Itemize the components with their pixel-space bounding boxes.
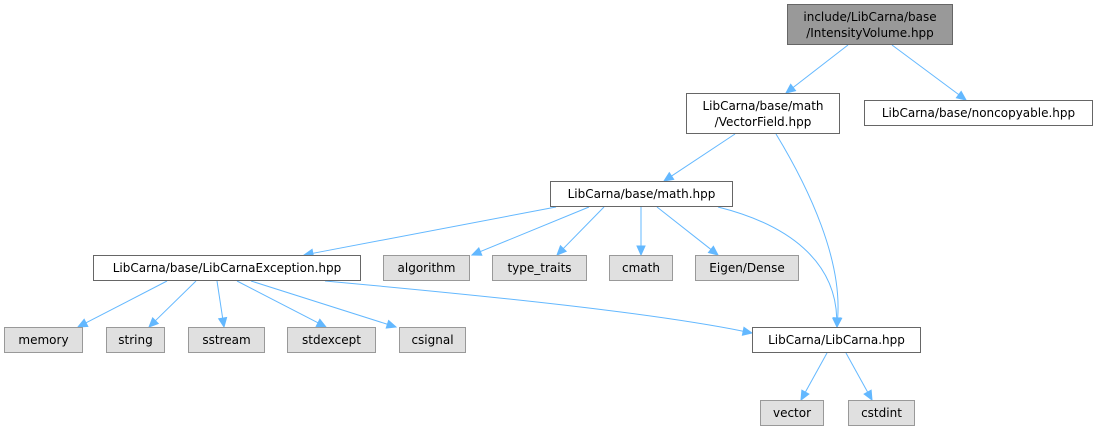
- node-label-line: algorithm: [397, 261, 456, 275]
- edge-libcarna-to-cstdint: [845, 352, 869, 393]
- arrowhead-math-to-type_traits: [556, 244, 568, 256]
- node-label-line: /IntensityVolume.hpp: [806, 25, 934, 40]
- node-sstream: sstream: [188, 327, 265, 353]
- edge-intensityvolume-to-noncopyable: [891, 44, 960, 96]
- node-label-line: include/LibCarna/base: [803, 9, 937, 24]
- arrowhead-math-to-cmath: [636, 245, 646, 257]
- edge-exception-to-libcarna: [324, 280, 744, 332]
- node-cstdint: cstdint: [848, 400, 915, 426]
- node-csignal: csignal: [399, 327, 466, 353]
- arrowhead-exception-to-stdexcept: [315, 318, 328, 328]
- edge-math-to-algorithm: [480, 206, 590, 253]
- arrowhead-exception-to-libcarna: [741, 326, 754, 336]
- node-label-line: LibCarna/base/math: [702, 98, 824, 113]
- arrowhead-libcarna-to-vector: [800, 389, 810, 402]
- node-eigen-dense: Eigen/Dense: [695, 255, 799, 281]
- node-cmath: cmath: [609, 255, 673, 281]
- node-label-line: sstream: [202, 333, 251, 347]
- node-vectorfield-hpp[interactable]: LibCarna/base/math /VectorField.hpp: [686, 93, 840, 134]
- arrowhead-math-to-algorithm: [470, 246, 483, 256]
- node-label-line: vector: [772, 406, 812, 420]
- node-stdexcept: stdexcept: [287, 327, 376, 353]
- node-label-line: memory: [18, 333, 69, 347]
- edge-exception-to-csignal: [250, 280, 388, 325]
- arrowhead-libcarna-to-cstdint: [863, 389, 873, 402]
- node-libcarna-hpp[interactable]: LibCarna/LibCarna.hpp: [752, 327, 921, 353]
- node-type-traits: type_traits: [492, 255, 587, 281]
- edge-math-to-exception: [312, 206, 557, 254]
- node-string: string: [106, 327, 165, 353]
- edge-intensityvolume-to-vectorfield: [792, 44, 849, 88]
- node-label-line: LibCarna/base/noncopyable.hpp: [881, 106, 1076, 120]
- node-label-line: LibCarna/base/math.hpp: [567, 187, 716, 201]
- node-label-line: stdexcept: [302, 333, 361, 347]
- edge-exception-to-stdexcept: [236, 280, 319, 324]
- edge-libcarna-to-vector: [804, 352, 828, 393]
- edge-vectorfield-to-libcarna: [775, 133, 839, 319]
- node-algorithm: algorithm: [383, 255, 470, 281]
- edge-math-to-libcarna: [717, 206, 838, 319]
- node-label-line: /VectorField.hpp: [714, 114, 812, 129]
- node-label-line: cstdint: [861, 406, 902, 420]
- arrowhead-vectorfield-to-math: [662, 171, 675, 182]
- edge-exception-to-sstream: [216, 280, 224, 319]
- node-vector: vector: [760, 400, 824, 426]
- node-label-line: LibCarna/base/LibCarnaException.hpp: [112, 261, 342, 275]
- arrowhead-intensityvolume-to-noncopyable: [955, 90, 967, 101]
- node-label-line: type_traits: [507, 261, 572, 275]
- node-label-line: cmath: [622, 261, 660, 275]
- edge-exception-to-string: [155, 280, 197, 322]
- arrowhead-math-to-libcarna: [831, 317, 842, 329]
- node-math-hpp[interactable]: LibCarna/base/math.hpp: [550, 181, 733, 207]
- node-label-line: string: [118, 333, 153, 347]
- arrowhead-exception-to-memory: [76, 318, 89, 328]
- node-intensityvolume-hpp: include/LibCarna/base /IntensityVolume.h…: [787, 4, 953, 45]
- node-label-line: LibCarna/LibCarna.hpp: [768, 333, 905, 347]
- arrowhead-intensityvolume-to-vectorfield: [785, 83, 797, 94]
- arrowhead-math-to-eigen: [707, 245, 719, 256]
- node-libcarnaexception-hpp[interactable]: LibCarna/base/LibCarnaException.hpp: [93, 255, 361, 281]
- arrowhead-exception-to-sstream: [217, 316, 228, 329]
- edge-math-to-eigen: [656, 206, 712, 250]
- node-label-line: Eigen/Dense: [709, 261, 785, 275]
- node-noncopyable-hpp[interactable]: LibCarna/base/noncopyable.hpp: [864, 100, 1093, 126]
- arrowhead-exception-to-csignal: [385, 319, 398, 329]
- arrowhead-exception-to-string: [148, 316, 160, 328]
- edge-vectorfield-to-math: [671, 133, 736, 177]
- edge-exception-to-memory: [85, 280, 168, 324]
- node-label-line: csignal: [411, 333, 454, 347]
- node-memory: memory: [4, 327, 83, 353]
- edge-math-to-type_traits: [562, 206, 605, 249]
